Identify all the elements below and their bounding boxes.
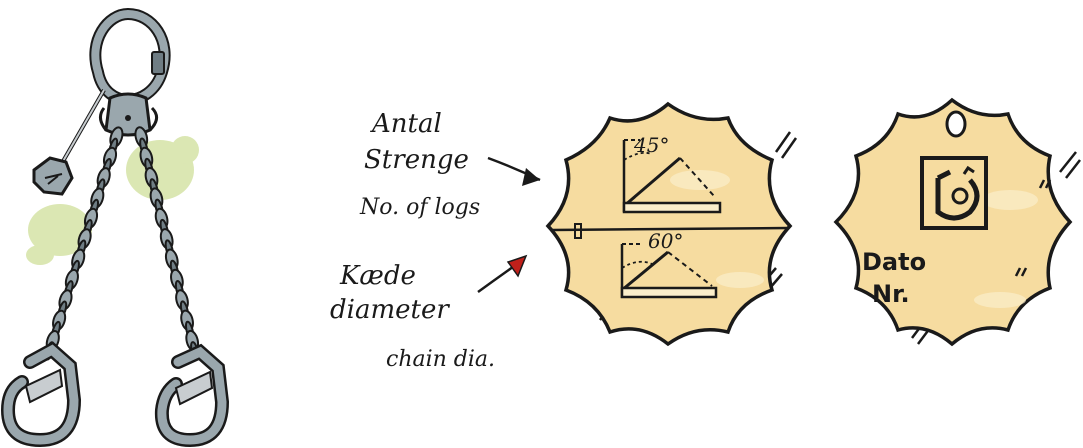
angle-diagram-60: 60°: [620, 229, 718, 299]
angle-label-60: 60°: [648, 229, 683, 253]
hook-right: [154, 343, 230, 448]
label-group-logs: Antal Strenge No. of logs: [359, 109, 541, 220]
ditto-marks: [1014, 179, 1052, 277]
back-label-dato: Dato: [862, 248, 926, 276]
small-tag: [32, 156, 74, 196]
tag-back: Dato Nr.: [833, 97, 1081, 347]
label-group-chain: Kæde diameter chain dia.: [330, 254, 528, 372]
label-no-of-logs: No. of logs: [359, 195, 480, 220]
arrow-to-tag-bottom: [477, 254, 528, 294]
angle-diagram-45: 45°: [622, 133, 722, 214]
coupling-head: [99, 92, 158, 137]
chain-leg-left: [44, 126, 124, 361]
manufacturer-logo-icon: [920, 156, 988, 230]
tag-hole: [945, 110, 967, 138]
angle-label-45: 45°: [633, 133, 669, 157]
label-strenge: Strenge: [364, 145, 469, 175]
hook-left: [0, 341, 82, 448]
tag-front: 45° 60°: [545, 101, 798, 347]
arrow-to-tag-top: [487, 156, 541, 186]
tag-divider: [551, 226, 789, 232]
back-label-nr: Nr.: [872, 280, 910, 308]
master-link: [89, 7, 171, 107]
label-kaede: Kæde: [339, 261, 416, 291]
chain-sling: [0, 7, 230, 448]
label-diameter: diameter: [330, 295, 450, 325]
label-chain-dia: chain dia.: [386, 347, 495, 372]
label-antal: Antal: [370, 109, 442, 139]
